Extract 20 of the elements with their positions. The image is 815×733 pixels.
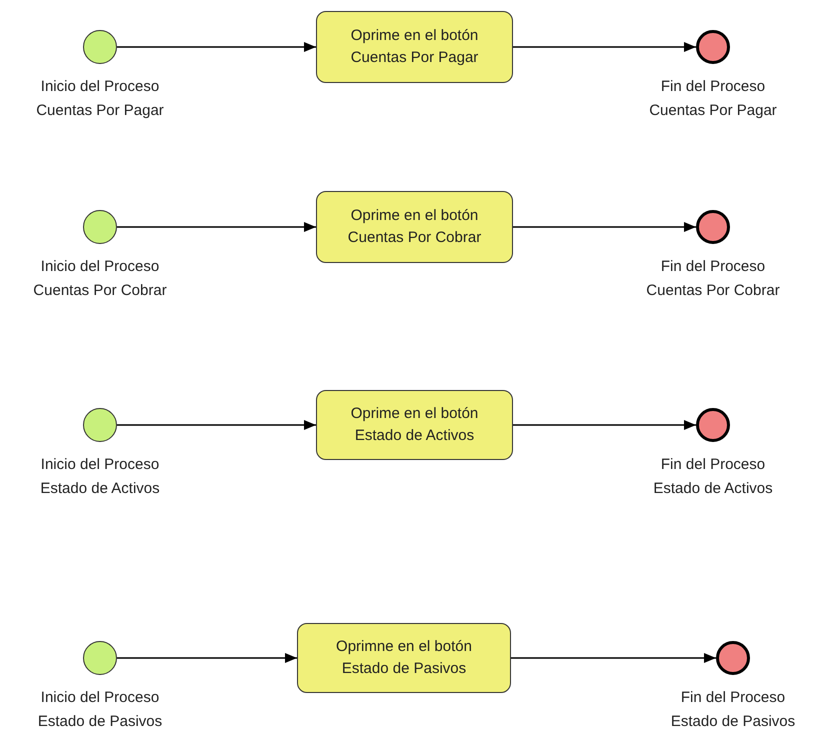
task-box: Oprime en el botón Cuentas Por Pagar — [316, 11, 513, 83]
event-label: Inicio del Proceso Cuentas Por Pagar — [35, 77, 165, 121]
arrow — [513, 222, 696, 232]
event-label: Fin del Proceso Estado de Pasivos — [670, 688, 796, 732]
task-box: Oprime en el botón Cuentas Por Cobrar — [316, 191, 513, 263]
arrow — [513, 420, 696, 430]
arrow — [117, 653, 297, 663]
event-label: Inicio del Proceso Estado de Pasivos — [36, 688, 164, 732]
event-label: Inicio del Proceso Cuentas Por Cobrar — [32, 257, 168, 301]
arrow — [117, 420, 316, 430]
arrow — [117, 222, 316, 232]
arrow — [117, 42, 316, 52]
task-box: Oprime en el botón Estado de Activos — [316, 390, 513, 460]
event-label: Inicio del Proceso Estado de Activos — [39, 455, 161, 499]
event-label: Fin del Proceso Estado de Activos — [652, 455, 774, 499]
arrow — [513, 42, 696, 52]
event-label: Fin del Proceso Cuentas Por Cobrar — [645, 257, 781, 301]
arrow — [511, 653, 716, 663]
event-label: Fin del Proceso Cuentas Por Pagar — [648, 77, 778, 121]
task-box: Oprimne en el botón Estado de Pasivos — [297, 623, 511, 693]
